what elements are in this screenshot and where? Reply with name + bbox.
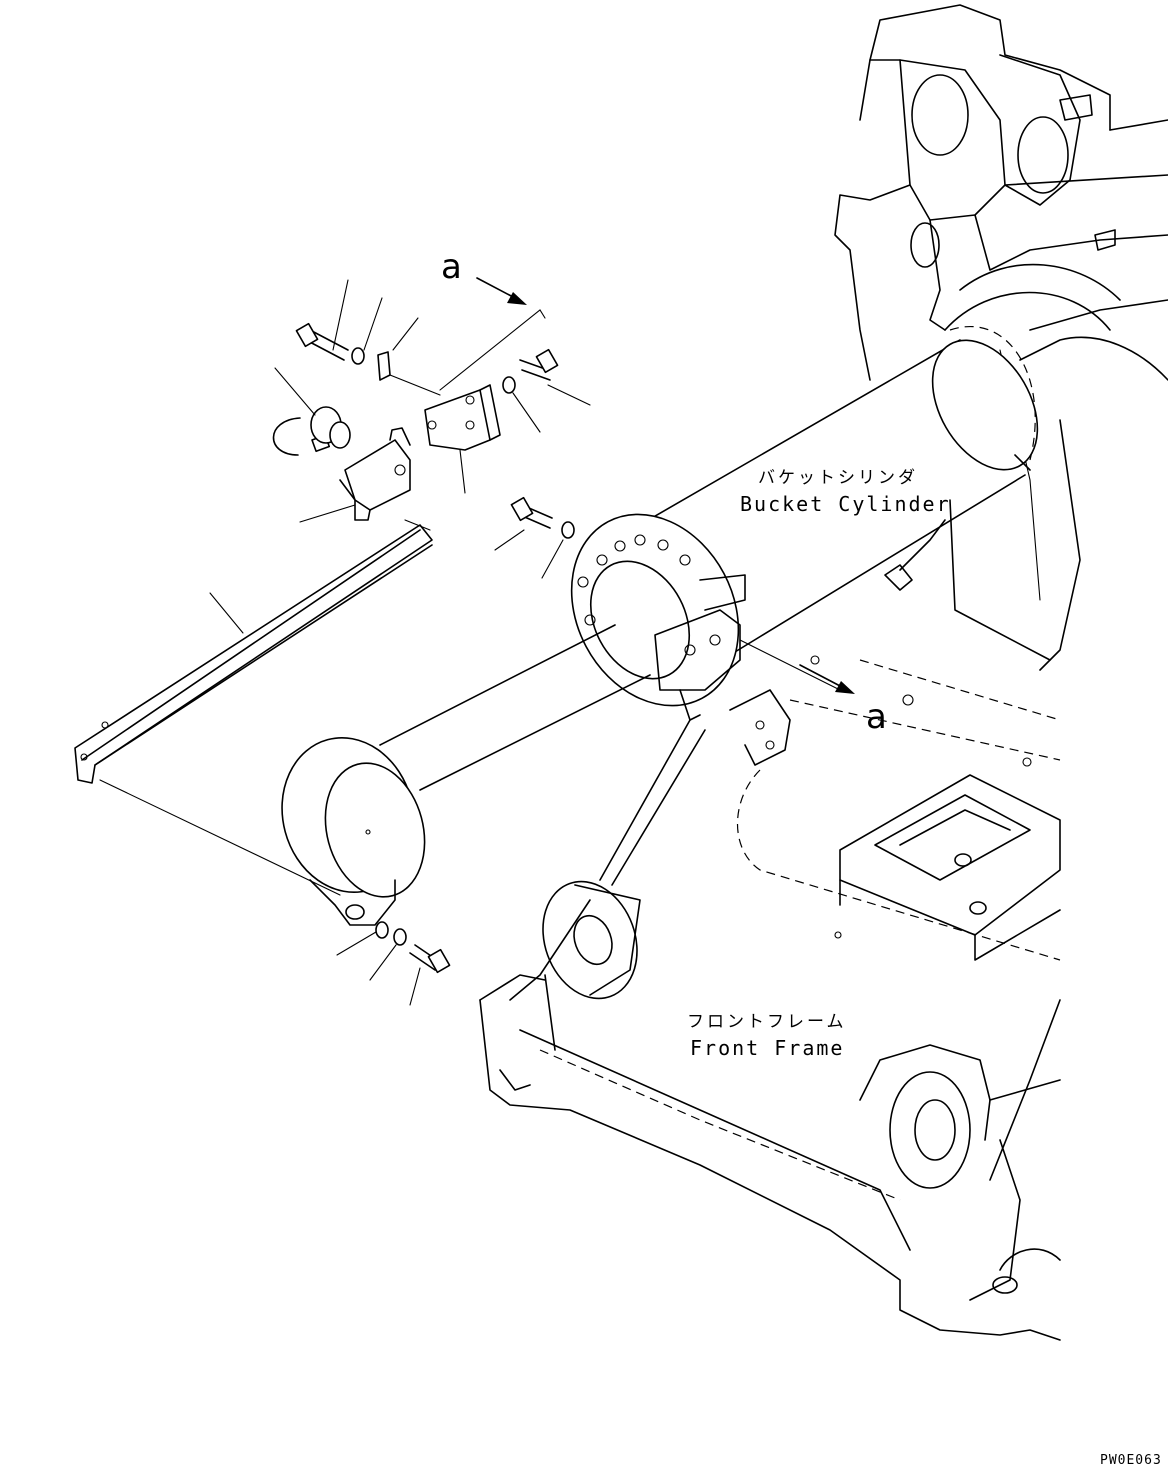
front-frame: [479, 655, 1061, 1341]
boom-structure: [834, 4, 1168, 671]
view-marker-right: a: [866, 697, 887, 737]
bucket-cylinder-label-en: Bucket Cylinder: [740, 492, 951, 516]
exploded-parts: [74, 322, 575, 974]
front-frame-label-en: Front Frame: [690, 1036, 845, 1060]
bucket-cylinder-label-jp: バケットシリンダ: [758, 468, 918, 488]
front-frame-label-jp: フロントフレーム: [687, 1012, 847, 1032]
leader-lines: [99, 279, 841, 1006]
view-marker-top: a: [441, 247, 462, 287]
view-arrows: [476, 277, 855, 694]
drawing-code: PW0E063: [1100, 1453, 1162, 1468]
flange-bolt-holes: [577, 534, 691, 626]
bucket-cylinder: [281, 325, 1039, 926]
